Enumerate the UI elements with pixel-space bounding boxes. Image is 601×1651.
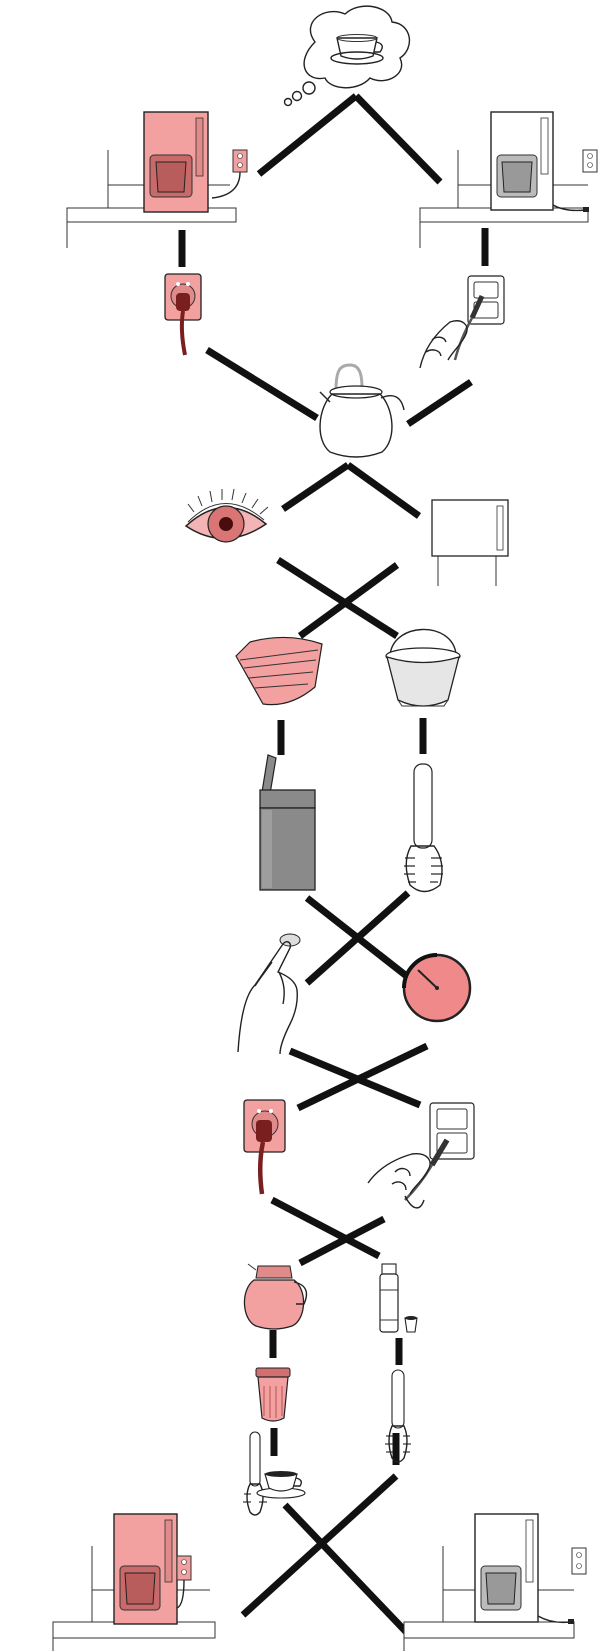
coffee-maker-off-icon [419, 111, 598, 248]
connector-line [353, 93, 443, 185]
thought-bubble-coffee-cup-icon [283, 5, 411, 107]
hand-plugging-socket-icon [419, 275, 505, 369]
connector-line [205, 347, 319, 421]
travel-mug-icon [255, 1367, 291, 1422]
cabinet-icon [431, 499, 509, 586]
connector-line [406, 379, 473, 427]
coffee-maker-off-icon-2 [403, 1513, 587, 1651]
socket-plugged-icon-2 [243, 1099, 286, 1195]
connector-line [297, 562, 400, 639]
bottle-brush-icon [385, 1369, 411, 1463]
timer-icon [402, 953, 472, 1023]
connector-line [304, 895, 421, 988]
connector-line [276, 557, 399, 639]
connectors [178, 93, 489, 1639]
thermos-icon [379, 1263, 418, 1333]
connector-line [240, 1473, 399, 1618]
brush-and-cup-icon [243, 1431, 306, 1516]
connector-line [298, 1215, 386, 1267]
hand-unplugging-socket-icon [367, 1102, 475, 1209]
connector-line [296, 1042, 429, 1112]
eye-icon [184, 488, 269, 543]
socket-plugged-icon [164, 273, 202, 356]
connector-line [281, 462, 350, 512]
dish-brush-icon [404, 763, 443, 893]
carafe-icon [243, 1263, 308, 1330]
connector-line [345, 462, 422, 519]
finger-press-button-icon [237, 933, 301, 1055]
connector-line [304, 890, 411, 986]
connector-line [256, 93, 359, 177]
trash-bin-icon [259, 754, 316, 891]
kettle-icon [319, 363, 405, 458]
reusable-filter-icon [385, 628, 461, 707]
connector-line [282, 1502, 413, 1639]
connector-line [270, 1196, 381, 1260]
paper-filter-icon [235, 636, 323, 706]
coffee-maker-on-icon [66, 111, 248, 248]
coffee-maker-on-icon-2 [52, 1513, 216, 1651]
